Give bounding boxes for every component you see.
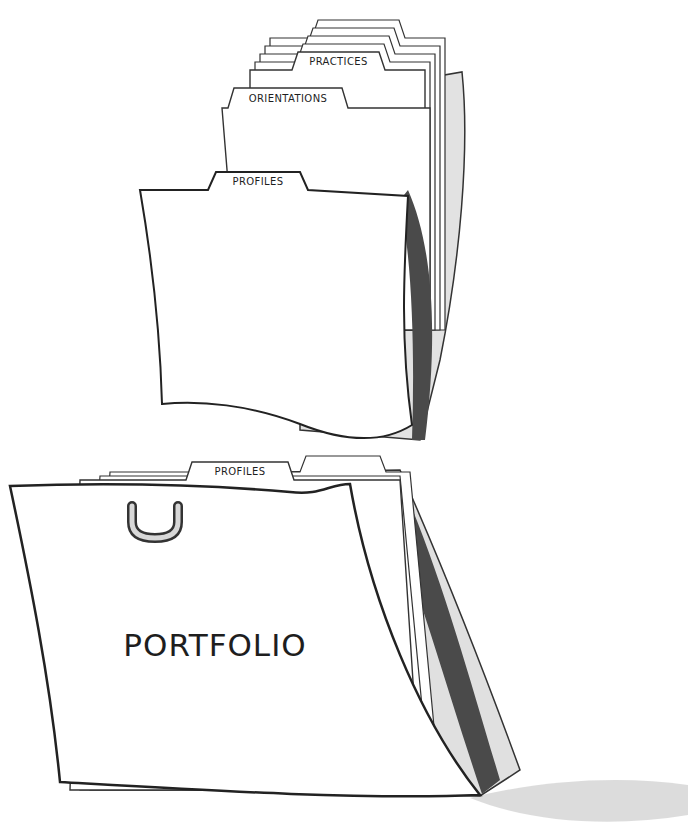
handle	[132, 506, 178, 538]
handle	[132, 506, 178, 538]
tab-box: PROFILES	[216, 172, 300, 190]
inner-tab-box: PROFILES	[192, 462, 288, 480]
tab-box: ORIENTATIONS	[234, 88, 342, 108]
tab-label: PROFILES	[215, 466, 266, 477]
ground-shadow	[470, 780, 688, 822]
tab-box: PRACTICES	[298, 52, 379, 70]
front-sheet	[140, 172, 412, 438]
tab-label: PROFILES	[233, 176, 284, 187]
folder-title: PORTFOLIO	[123, 628, 306, 662]
front-panel	[10, 484, 480, 796]
tab-label: PRACTICES	[309, 56, 368, 67]
tab-box: PORTFOLIOPROFILES	[95, 612, 335, 678]
tab-label: ORIENTATIONS	[249, 93, 328, 104]
